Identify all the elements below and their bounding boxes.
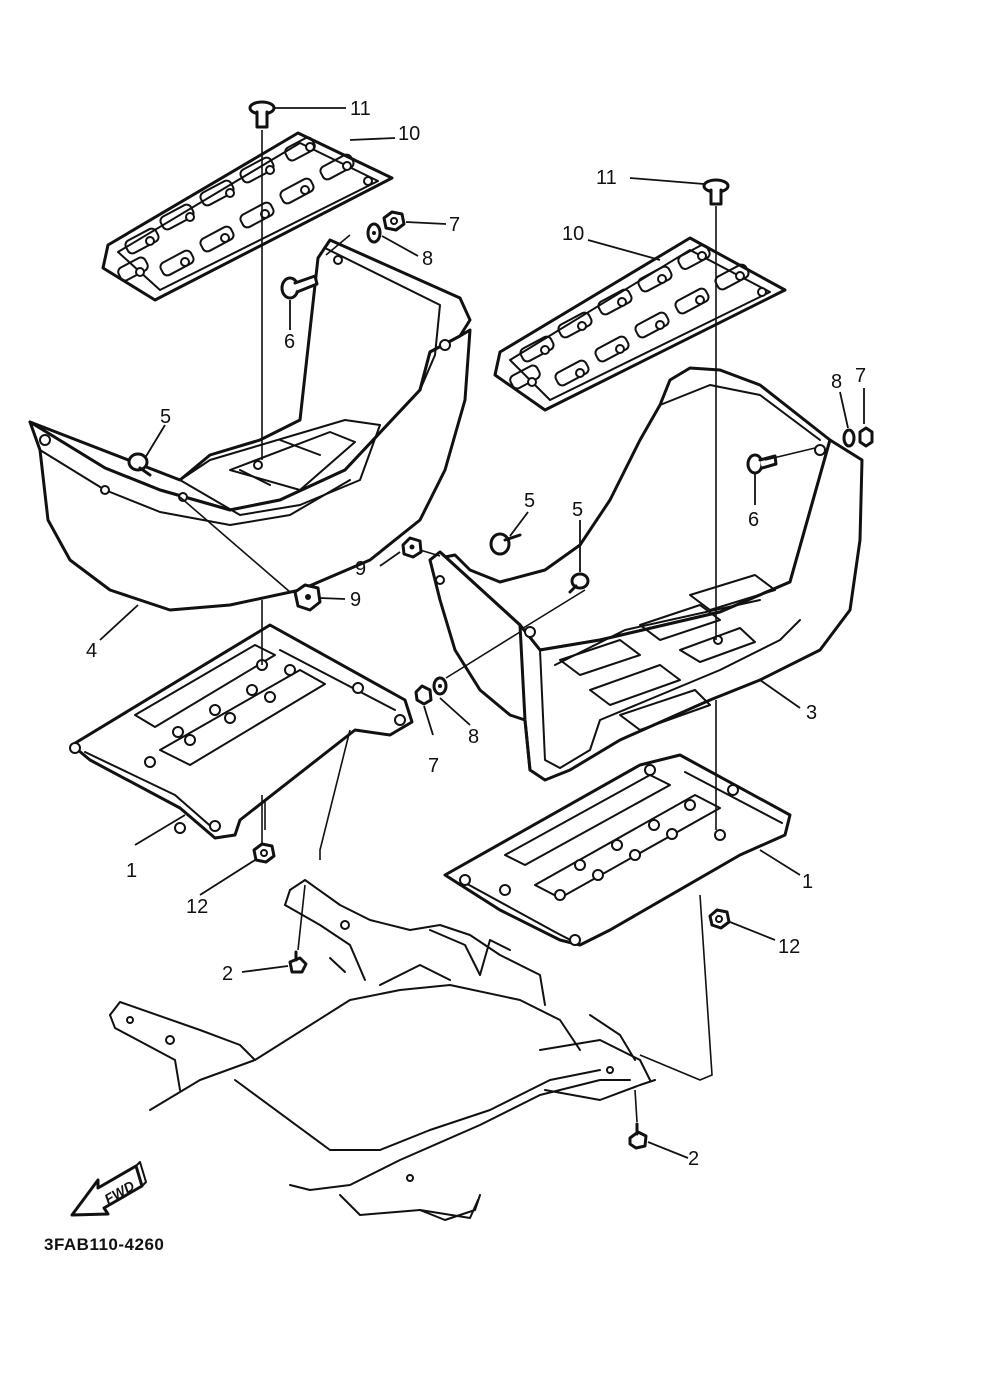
callout-1-right: 1 [802, 871, 813, 893]
callout-2-left: 2 [222, 963, 233, 985]
callout-3: 3 [806, 702, 817, 724]
callout-10-left: 10 [398, 123, 420, 145]
nut-7-right-top [858, 426, 874, 448]
callout-11-right: 11 [596, 167, 617, 189]
leader-lines [99, 107, 865, 1159]
diagram-code: 3FAB110-4260 [44, 1235, 164, 1254]
callout-5-left: 5 [160, 406, 171, 428]
callout-6-left: 6 [284, 331, 295, 353]
washer-8-left-top [366, 222, 382, 244]
callout-12-left: 12 [186, 896, 208, 918]
callout-7-center: 7 [428, 755, 439, 777]
grommet-9-right [401, 536, 423, 559]
nut-12-right [708, 908, 731, 930]
bolt-6-right [746, 453, 778, 475]
callout-12-right: 12 [778, 936, 800, 958]
fwd-arrow: FWD [70, 1161, 147, 1217]
nut-7-left-top [382, 210, 406, 232]
nut-7-center [414, 684, 433, 706]
callout-10-right: 10 [562, 223, 584, 245]
left-footrest-plate [101, 131, 394, 302]
bolt-5-right-a [489, 532, 522, 556]
callout-5-right-a: 5 [524, 490, 535, 512]
bolt-2-right [628, 1122, 648, 1150]
nut-12-left [252, 842, 276, 864]
callout-numbers: 11 10 7 8 6 5 9 4 1 12 2 11 10 7 8 6 5 5… [86, 98, 866, 1170]
left-footrest-guard [28, 238, 472, 612]
washer-8-right-top [842, 428, 856, 448]
left-lower-bracket [69, 623, 414, 840]
washer-8-center [432, 676, 448, 696]
bolt-11-right [702, 178, 730, 206]
callout-9-right: 9 [355, 558, 366, 580]
alignment-lines [179, 130, 816, 1123]
bolt-11-left [248, 100, 276, 129]
bolt-6-left [280, 274, 319, 300]
callout-8-center: 8 [468, 726, 479, 748]
frame [109, 879, 656, 1221]
callout-7-right-top: 7 [855, 365, 866, 387]
callout-8-right-top: 8 [831, 371, 842, 393]
callout-11-left: 11 [350, 98, 371, 120]
bolt-5-right-b [568, 572, 590, 594]
callout-4: 4 [86, 640, 97, 662]
right-footrest-plate [493, 236, 787, 412]
callout-1-left: 1 [126, 860, 137, 882]
bolt-5-left [127, 452, 152, 477]
callout-8-left-top: 8 [422, 248, 433, 270]
callout-7-left-top: 7 [449, 214, 460, 236]
right-lower-bracket [443, 753, 792, 947]
callout-6-right: 6 [748, 509, 759, 531]
bolt-2-left [288, 950, 308, 974]
right-footrest-guard [428, 366, 864, 782]
callout-5-right-b: 5 [572, 499, 583, 521]
grommet-9-left [293, 583, 322, 612]
callout-2-right: 2 [688, 1148, 699, 1170]
callout-9-left: 9 [350, 589, 361, 611]
